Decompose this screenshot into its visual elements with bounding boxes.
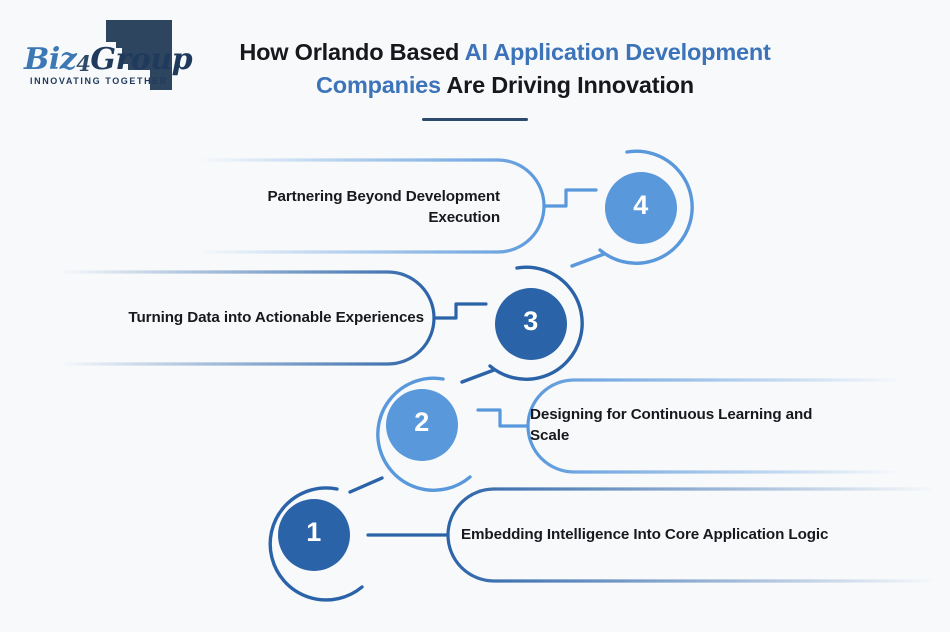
page-title: How Orlando Based AI Application Develop… (195, 36, 815, 102)
node-number-step-4: 4 (633, 190, 649, 220)
step-label-2: Designing for Continuous Learning and Sc… (530, 406, 813, 444)
connector-pill-to-node-4 (542, 188, 598, 208)
pill-outline-step-1 (446, 487, 937, 583)
header: Biz4Group INNOVATING TOGETHER How Orland… (0, 0, 950, 140)
connector-node-3-to-node-2 (460, 368, 496, 384)
node-number-step-1: 1 (306, 517, 322, 547)
logo-wordmark: Biz4Group (24, 42, 193, 77)
logo-tagline: INNOVATING TOGETHER (30, 76, 168, 86)
step-label-4: Partnering Beyond Development Execution (267, 188, 500, 226)
connector-node-2-to-pill (476, 408, 530, 428)
title-highlight: AI Application Development Companies (316, 39, 771, 98)
connector-node-1-to-node-2 (348, 476, 384, 494)
logo-word-four: 4 (76, 51, 91, 76)
logo-word-group: Group (90, 42, 193, 77)
logo-word-biz: Biz (24, 42, 77, 77)
ring-step-4 (598, 149, 694, 265)
node-number-step-2: 2 (414, 407, 430, 437)
biz4group-logo: Biz4Group INNOVATING TOGETHER (18, 20, 193, 90)
connector-pill-to-node-3 (432, 302, 488, 320)
node-number-step-3: 3 (523, 306, 539, 336)
logo-mark-icon (106, 20, 172, 90)
ring-step-1 (268, 486, 364, 602)
title-segment-2: Are Driving Innovation (440, 72, 694, 98)
pill-outline-step-2 (526, 378, 902, 474)
node-circle-step-4 (605, 172, 677, 244)
step-label-1: Embedding Intelligence Into Core Applica… (461, 526, 829, 543)
title-underline-rule (422, 118, 528, 121)
node-circle-step-3 (495, 288, 567, 360)
connector-node-4-to-node-3 (570, 252, 606, 268)
title-segment-1: How Orlando Based (239, 39, 465, 65)
ring-step-2 (376, 376, 472, 492)
step-label-3: Turning Data into Actionable Experiences (128, 309, 424, 326)
node-circle-step-1 (278, 499, 350, 571)
ring-step-3 (488, 265, 584, 381)
node-circle-step-2 (386, 389, 458, 461)
